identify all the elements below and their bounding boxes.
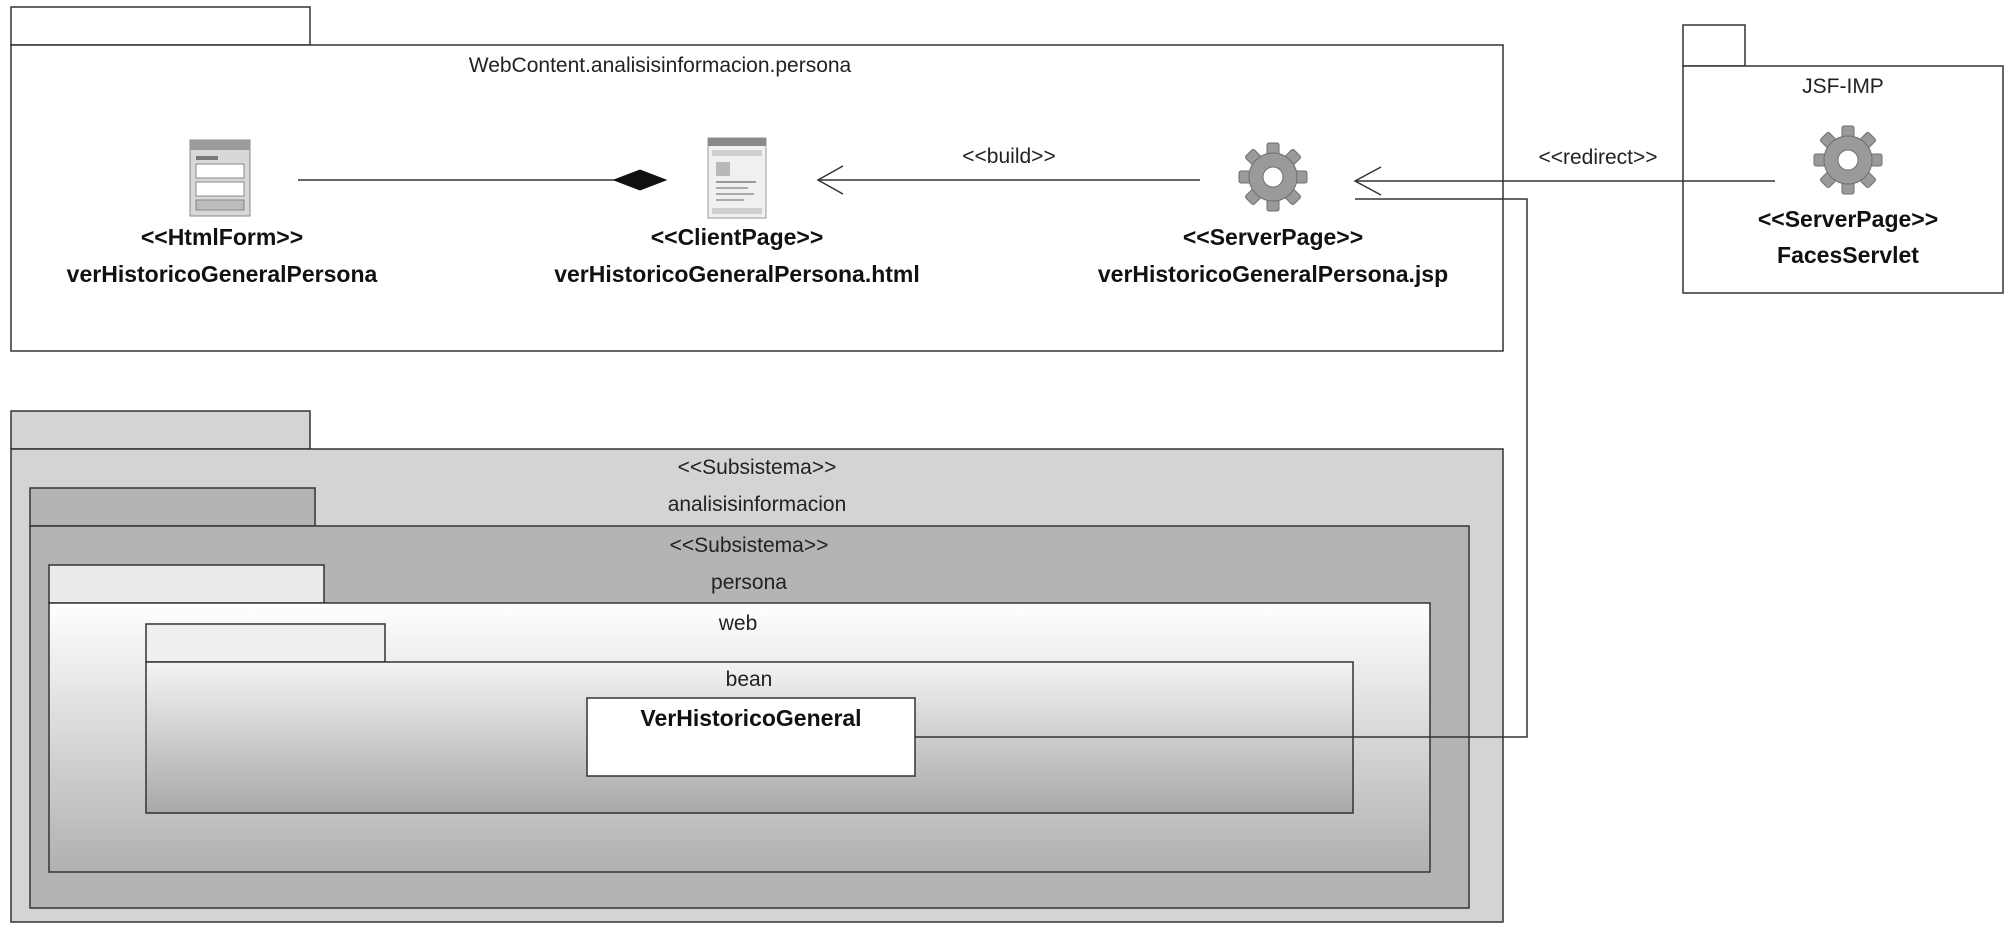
package-web-tab (48, 564, 325, 604)
package-bean-tab (145, 623, 386, 663)
class-to-serverpage-link[interactable] (915, 198, 1528, 738)
serverpage-stereotype: <<ServerPage>> (1183, 224, 1363, 250)
gear-icon (1813, 125, 1883, 195)
package-subsistema-inner-name: persona (711, 571, 787, 594)
package-jsf[interactable]: JSF-IMP <<ServerPage>> FacesServlet (1682, 24, 2004, 294)
build-label: <<build>> (962, 145, 1055, 168)
package-webcontent-title: WebContent.analisisinformacion.persona (469, 54, 852, 77)
facesservlet-stereotype: <<ServerPage>> (1758, 206, 1938, 232)
package-bean-name: bean (726, 668, 773, 691)
build-dependency[interactable]: <<build>> (816, 145, 1200, 195)
composition-link[interactable] (298, 169, 668, 191)
package-jsf-title: JSF-IMP (1802, 75, 1884, 98)
facesservlet-name: FacesServlet (1777, 242, 1919, 268)
redirect-arrowhead (1353, 166, 1382, 196)
class-verhistoricogeneral[interactable]: VerHistoricoGeneral (586, 697, 916, 777)
package-subsistema-outer-tab (10, 410, 311, 450)
client-page-icon (707, 137, 767, 219)
package-subsistema-inner-tab (29, 487, 316, 527)
class-name: VerHistoricoGeneral (640, 705, 861, 731)
package-webcontent-tab (10, 6, 311, 46)
redirect-dependency[interactable]: <<redirect>> (1353, 146, 1775, 196)
clientpage-stereotype: <<ClientPage>> (651, 224, 824, 250)
htmlform-element[interactable]: <<HtmlForm>> verHistoricoGeneralPersona (67, 139, 378, 287)
package-jsf-tab (1682, 24, 1746, 67)
htmlform-name: verHistoricoGeneralPersona (67, 261, 378, 287)
composition-diamond (612, 169, 668, 191)
htmlform-stereotype: <<HtmlForm>> (141, 224, 303, 250)
build-arrowhead (816, 165, 844, 195)
serverpage-name: verHistoricoGeneralPersona.jsp (1098, 261, 1448, 287)
clientpage-element[interactable]: <<ClientPage>> verHistoricoGeneralPerson… (554, 137, 920, 287)
html-form-icon (189, 139, 251, 217)
package-subsistema-outer-stereotype: <<Subsistema>> (678, 456, 837, 479)
serverpage-element[interactable]: <<ServerPage>> verHistoricoGeneralPerson… (1098, 142, 1448, 287)
redirect-label: <<redirect>> (1538, 146, 1657, 169)
package-web-name: web (718, 612, 758, 635)
clientpage-name: verHistoricoGeneralPersona.html (554, 261, 920, 287)
gear-icon (1238, 142, 1308, 212)
package-subsistema-inner-stereotype: <<Subsistema>> (670, 534, 829, 557)
package-subsistema-outer-name: analisisinformacion (668, 493, 847, 516)
